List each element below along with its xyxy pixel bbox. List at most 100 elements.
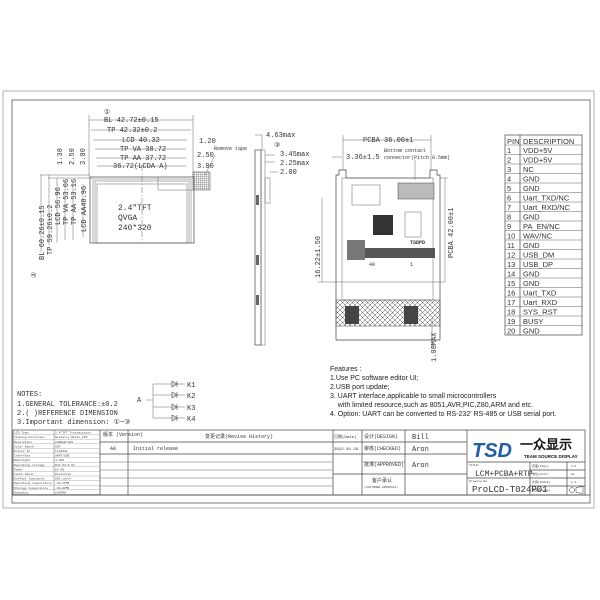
bottom-connector [365, 248, 435, 258]
drawing-label: ① [104, 108, 110, 117]
notes: NOTES: 1.GENERAL TOLERANCE:±0.2 2.( )REF… [17, 391, 130, 427]
drawing-label: Bill [412, 434, 429, 442]
pin-number: 17 [507, 298, 515, 307]
pin-description: NC [523, 165, 534, 174]
feature-item: 1.Use PC software editor UI; [330, 375, 419, 382]
drawing-label: 240*320 [118, 224, 152, 233]
pin-number: 11 [507, 241, 515, 250]
pin-description: Uart_TXD/NC [523, 194, 570, 203]
drawing-label: PCBA 42.00±1 [448, 208, 456, 258]
spec-value: DC4.5V~5.5V [55, 464, 75, 467]
drawing-label: 日期(Date) [334, 433, 356, 440]
pin-description: USB_DM [523, 251, 554, 260]
drawing-label: K1 [187, 382, 195, 390]
side-view: 4.63max ③ 3.45max 2.25max 2.00 [254, 132, 309, 346]
pcb-view: TSDPD 40 1 PCBA 36.00±1 3.36±1.5 Bottom … [315, 135, 456, 362]
drawing-label: 2.50 [69, 148, 77, 165]
spec-value: 240RGB*320 [55, 440, 73, 444]
drawing-label: 角度(Angle) [532, 487, 551, 492]
drawing-label: TP VA 53.66 [63, 179, 71, 225]
spec-value: UART/USB [55, 454, 70, 458]
features-list: Features : 1.Use PC software editor UI; … [330, 365, 556, 419]
drawing-label: ③ [274, 141, 280, 150]
led-circuit: A K1 K2 K3 K4 [137, 380, 195, 424]
features-title: Features : [330, 366, 362, 373]
mcu-chip [373, 215, 393, 235]
drawing-label: 2.( )REFERENCE DIMENSION [17, 410, 118, 418]
pin-number: 8 [507, 213, 511, 222]
drawing-label: ② [30, 272, 39, 278]
feature-item: with limited resource,such as 8051,AVR,P… [330, 402, 533, 409]
drawing-label: LCD 56.96 [55, 187, 63, 225]
drawing-label: K2 [187, 393, 195, 401]
pin-description: USB_DP [523, 260, 553, 269]
drawing-label: 1 [410, 262, 413, 268]
drawing-label: 3.00 [80, 148, 88, 165]
pin-description: Uart_TXD [523, 289, 557, 298]
drawing-label: Drawing No. [469, 479, 489, 483]
projection-symbol-icon [569, 486, 584, 494]
drawing-label: NOTES: [17, 391, 42, 399]
drawing-label: 1:1 [571, 481, 577, 484]
pin-description: GND [523, 175, 540, 184]
pin-number: 14 [507, 270, 515, 279]
remove-tape-hatch [192, 171, 211, 191]
pin-number: 6 [507, 194, 511, 203]
drawing-label: 2.4"TFT [118, 204, 152, 213]
drawing-label: 3.Important dimension: ①~③ [17, 418, 130, 427]
drawing-label: connector(Pitch 0.5mm) [384, 155, 450, 161]
spec-value: Resistive [55, 472, 71, 476]
pin-number: 1 [507, 146, 511, 155]
pin-description: WAV/NC [523, 232, 553, 241]
pin-number: 3 [507, 165, 511, 174]
drawing-label: 批准(APPROVED) [364, 461, 404, 468]
spec-value: ILI9341 [55, 450, 68, 453]
pin-description: GND [523, 184, 540, 193]
pin-description: GND [523, 241, 540, 250]
spec-label: Operating temperature [14, 481, 52, 485]
drawing-label: Aron [412, 462, 429, 470]
pin-number: 13 [507, 260, 515, 269]
pin-number: 5 [507, 184, 511, 193]
spec-value: 65K [55, 445, 61, 448]
pin-number: 7 [507, 203, 511, 212]
drawing-label: 3.45max [280, 151, 309, 159]
spec-label: Power [14, 468, 23, 471]
spec-value: Normally White,IPS [55, 435, 88, 439]
drawing-label: 1/1 [571, 464, 577, 468]
pin-description: SYS_RST [523, 308, 558, 317]
drawing-label: 审核(CHECKED) [364, 445, 401, 452]
pin-number: 12 [507, 251, 515, 260]
drawing-label: 比例(SCALE) [532, 479, 551, 484]
front-view: BL 42.72±0.15 TP 42.32±0.2 LCD 40.32 TP … [30, 108, 247, 278]
drawing-label: 40 [369, 262, 375, 268]
pin-number: 9 [507, 222, 511, 231]
drawing-label: 1.20 [199, 138, 216, 146]
drawing-label: PCBA 36.00±1 [363, 137, 413, 145]
drawing-label: 3.00 [197, 163, 214, 171]
drawing-label: 版本 (Version) [103, 431, 143, 438]
spec-label: Interface [14, 454, 30, 458]
spec-label: Resolution [14, 440, 32, 444]
drawing-label: TEAM SOURCE DISPLAY [524, 454, 578, 459]
drawing-label: TITLE: [469, 464, 480, 467]
spec-label: Humidity [14, 490, 29, 494]
spec-value: -30~80℃ [55, 487, 70, 490]
pin-description: GND [523, 327, 540, 336]
spec-label: Storage temperature [14, 487, 48, 490]
drawing-label: Remove tape [214, 146, 247, 152]
drawing-label: ProLCD-T024P01 [472, 485, 548, 495]
spec-label: LCD Type [14, 432, 29, 435]
spec-value: -20~70℃ [55, 482, 70, 485]
outer-frame [2, 90, 595, 509]
drawing-label: 3.36±1.5 [346, 154, 380, 162]
drawing-label: 页面(Page) [532, 464, 549, 468]
spec-value: ≤90%RH [55, 491, 66, 494]
drawing-label: 1.GENERAL TOLERANCE:±0.2 [17, 401, 118, 409]
pin-description: PA_EN/NC [523, 222, 561, 231]
pin-description: BUSY [523, 317, 543, 326]
spec-value: 2.4"TFT Transmissive [55, 431, 91, 435]
